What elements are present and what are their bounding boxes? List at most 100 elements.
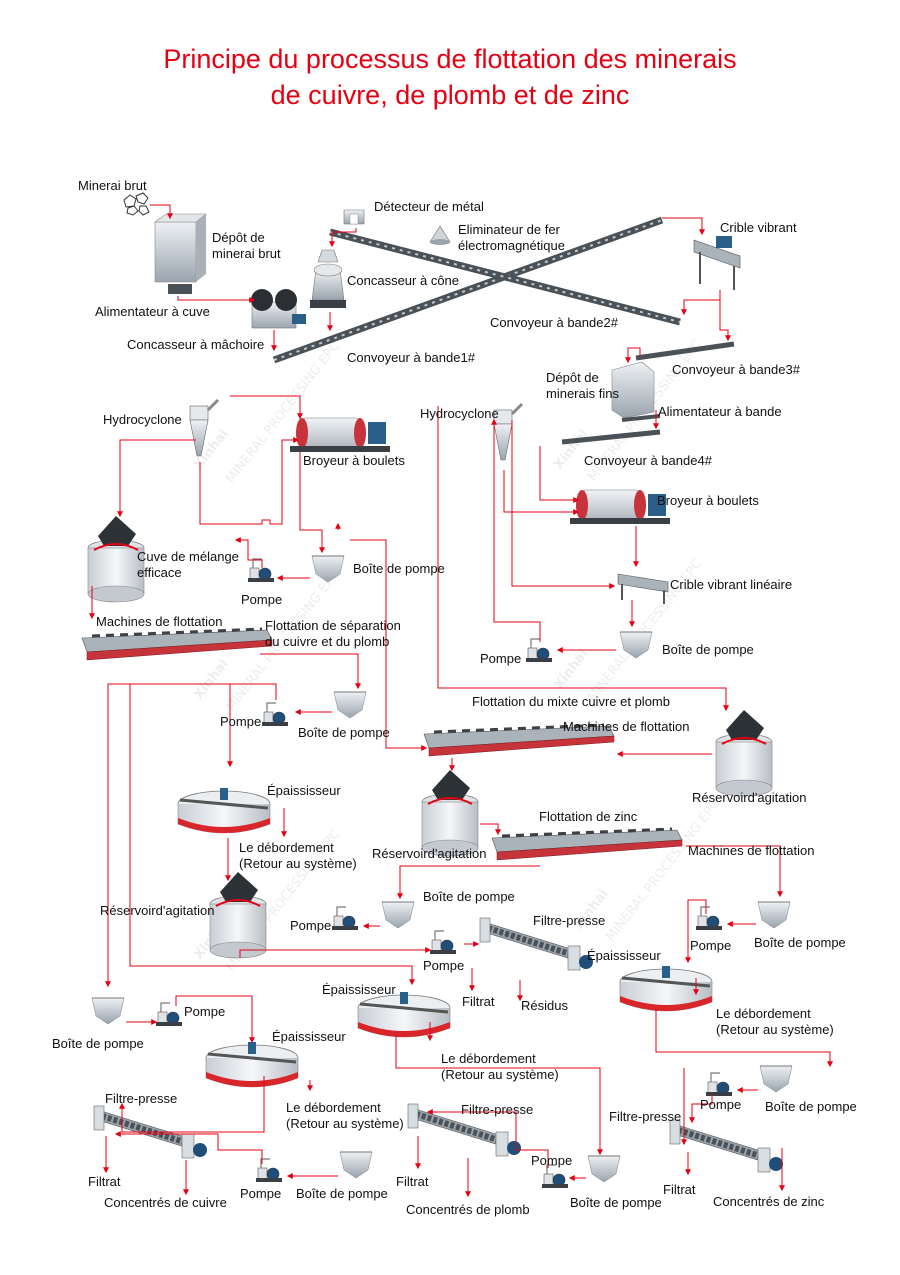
label-machines-flottation-c: Machines de flottation [688,843,814,858]
cone-crusher-icon [310,249,346,308]
label-broyeur-right: Broyeur à boulets [657,493,759,508]
label-eliminateur-2: électromagnétique [458,238,565,253]
grinding-left-section [87,395,391,620]
diagram-title-line-2: de cuivre, de plomb et de zinc [270,80,630,110]
belt-conveyor-3 [635,341,735,361]
label-boite-h: Boîte de pompe [765,1099,857,1114]
label-convoyeur-1: Convoyeur à bande1# [347,350,476,365]
agitation-tank-c-icon [209,871,267,959]
pump-box-i-icon [339,1151,373,1179]
pump-e-icon [429,930,457,955]
separation-flows [105,539,428,988]
label-pompe-i: Pompe [240,1186,281,1201]
label-boite-g: Boîte de pompe [52,1036,144,1051]
label-debordement-d-1: Le débordement [286,1100,381,1115]
pump-g-icon [155,1002,183,1027]
label-epaississeur-a: Épaississeur [267,783,341,798]
pump-d-icon [331,906,359,931]
label-filtrat-a: Filtrat [462,994,495,1009]
label-pompe-g: Pompe [184,1004,225,1019]
label-debordement-b-2: (Retour au système) [716,1022,834,1037]
agitation-tank-b-icon [421,769,479,857]
pump-c-icon [525,638,553,663]
label-boite-c: Boîte de pompe [662,642,754,657]
label-reservoir-agitation-a: Réservoird'agitation [692,790,807,805]
zinc-dewatering-section [618,899,833,1192]
label-reservoir-agitation-b: Réservoird'agitation [372,846,487,861]
mixing-tank-icon [87,515,145,603]
label-convoyeur-2: Convoyeur à bande2# [490,315,619,330]
ball-mill-left-icon [289,417,391,453]
watermark-brand-4: Xinhai [551,647,591,693]
label-debordement-c-1: Le débordement [441,1051,536,1066]
agitation-tank-a-icon [715,709,773,797]
raw-ore-icon [123,192,150,216]
pump-box-h-icon [759,1065,793,1093]
label-sep-cu-pb-2: du cuivre et du plomb [265,634,389,649]
label-debordement-a-2: (Retour au système) [239,856,357,871]
label-crible-vibrant: Crible vibrant [720,220,797,235]
label-hydrocyclone-right: Hydrocyclone [420,406,499,421]
label-reservoir-agitation-c: Réservoird'agitation [100,903,215,918]
pump-box-g-icon [91,997,125,1025]
label-machines-flottation-b: Machines de flottation [563,719,689,734]
label-alimentateur-bande: Alimentateur à bande [658,404,782,419]
labels: Minerai brut Dépôt de minerai brut Alime… [52,178,857,1217]
label-filtrat-b: Filtrat [88,1174,121,1189]
cu-pb-separation-section [80,539,428,988]
cu-dewatering-pre-section [176,786,593,1002]
belt-feeder-icon [621,414,661,422]
label-filtrat-c: Filtrat [396,1174,429,1189]
label-sep-cu-pb-1: Flottation de séparation [265,618,401,633]
pump-a-icon [247,558,275,583]
label-filtre-presse-b: Filtre-presse [105,1091,177,1106]
label-debordement-a-1: Le débordement [239,840,334,855]
ball-mill-right-icon [569,489,671,525]
filter-press-d-icon [670,1120,783,1172]
flotation-machines-c-icon [490,827,684,862]
crushing-flow-lines [150,204,731,430]
label-concasseur-machoire: Concasseur à mâchoire [127,337,264,352]
pump-h-icon [705,1072,733,1097]
label-boite-f: Boîte de pompe [754,935,846,950]
label-cuve-melange-1: Cuve de mélange [137,549,239,564]
watermark-brand-3: Xinhai [191,657,231,703]
thickener-c-icon [356,990,452,1039]
label-flot-zinc: Flottation de zinc [539,809,638,824]
label-boite-a: Boîte de pompe [353,561,445,576]
iron-remover-icon [429,225,451,245]
label-pompe-c: Pompe [480,651,521,666]
label-concasseur-cone: Concasseur à cône [347,273,459,288]
label-epaississeur-c: Épaississeur [322,982,396,997]
label-pompe-f: Pompe [690,938,731,953]
thickener-b-icon [618,964,714,1013]
label-crible-lineaire: Crible vibrant linéaire [670,577,792,592]
grinding-right-section [437,402,729,712]
raw-ore-bin-icon [154,213,207,294]
label-filtrat-d: Filtrat [663,1182,696,1197]
grinding-right-flows [437,406,729,712]
thickener-a-icon [176,786,272,835]
pump-box-f-icon [757,901,791,929]
label-pompe-a: Pompe [241,592,282,607]
final-dewatering-flows [103,995,603,1198]
label-minerai-brut: Minerai brut [78,178,147,193]
label-pompe-h: Pompe [700,1097,741,1112]
label-boite-i: Boîte de pompe [296,1186,388,1201]
label-depot-fins-1: Dépôt de [546,370,599,385]
metal-detector-icon [343,209,365,225]
crushing-section [123,192,741,445]
label-convoyeur-4: Convoyeur à bande4# [584,453,713,468]
jaw-crusher-icon [251,289,306,329]
diagram-title-line-1: Principe du processus de flottation des … [163,44,737,74]
pump-f-icon [695,906,723,931]
pump-j-icon [541,1164,569,1189]
pump-b-icon [261,702,289,727]
flotation-machines-a-icon [80,627,274,662]
label-residus: Résidus [521,998,568,1013]
label-alimentateur-cuve: Alimentateur à cuve [95,304,210,319]
pump-box-j-icon [587,1155,621,1183]
label-concentres-zinc: Concentrés de zinc [713,1194,825,1209]
label-hydrocyclone-left: Hydrocyclone [103,412,182,427]
